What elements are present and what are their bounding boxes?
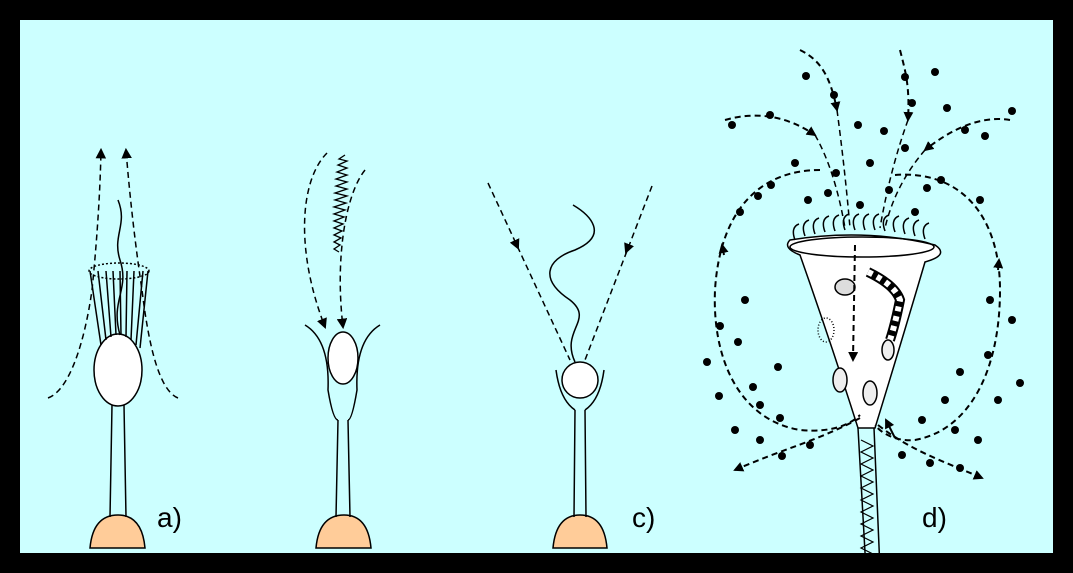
flow-line-b-inner <box>340 170 365 327</box>
panel-c <box>488 183 652 548</box>
flow-line-c-left <box>488 183 570 360</box>
panel-b <box>305 153 380 548</box>
substrate-mound-c <box>553 515 607 548</box>
flow-out-d-right <box>878 425 982 478</box>
food-vacuole-d-4 <box>863 381 877 405</box>
cell-body-c <box>562 362 598 398</box>
flow-line-a-left <box>48 150 101 398</box>
flow-in-d-7 <box>815 135 845 228</box>
substrate-mound-a <box>90 515 145 548</box>
cell-body-b <box>328 332 358 384</box>
food-vacuole-d-5 <box>882 340 894 360</box>
panel-label-c: c) <box>632 502 655 533</box>
flow-line-c-right <box>585 186 652 360</box>
flagellum-c <box>550 205 594 362</box>
flow-line-b-outer <box>305 153 327 327</box>
flow-in-d-5 <box>837 110 850 228</box>
food-vacuole-d-1 <box>835 279 855 295</box>
zigzag-flow-b <box>334 155 347 252</box>
panel-label-d: d) <box>922 502 947 533</box>
panel-d <box>703 50 1024 573</box>
flow-arrow-d-left <box>722 245 724 255</box>
substrate-mound-b <box>316 515 371 548</box>
flow-in-d-1 <box>800 50 837 110</box>
stalk-a <box>110 405 126 517</box>
stalk-c <box>574 410 586 517</box>
panel-label-a: a) <box>157 502 182 533</box>
flow-in-d-4 <box>925 119 1010 150</box>
flow-in-d-6 <box>880 120 908 228</box>
flow-arrow-d-right <box>998 260 999 270</box>
panel-a <box>48 150 178 548</box>
flow-in-d-2 <box>900 50 908 120</box>
stalk-b <box>336 420 350 517</box>
food-vacuole-d-3 <box>833 368 847 392</box>
